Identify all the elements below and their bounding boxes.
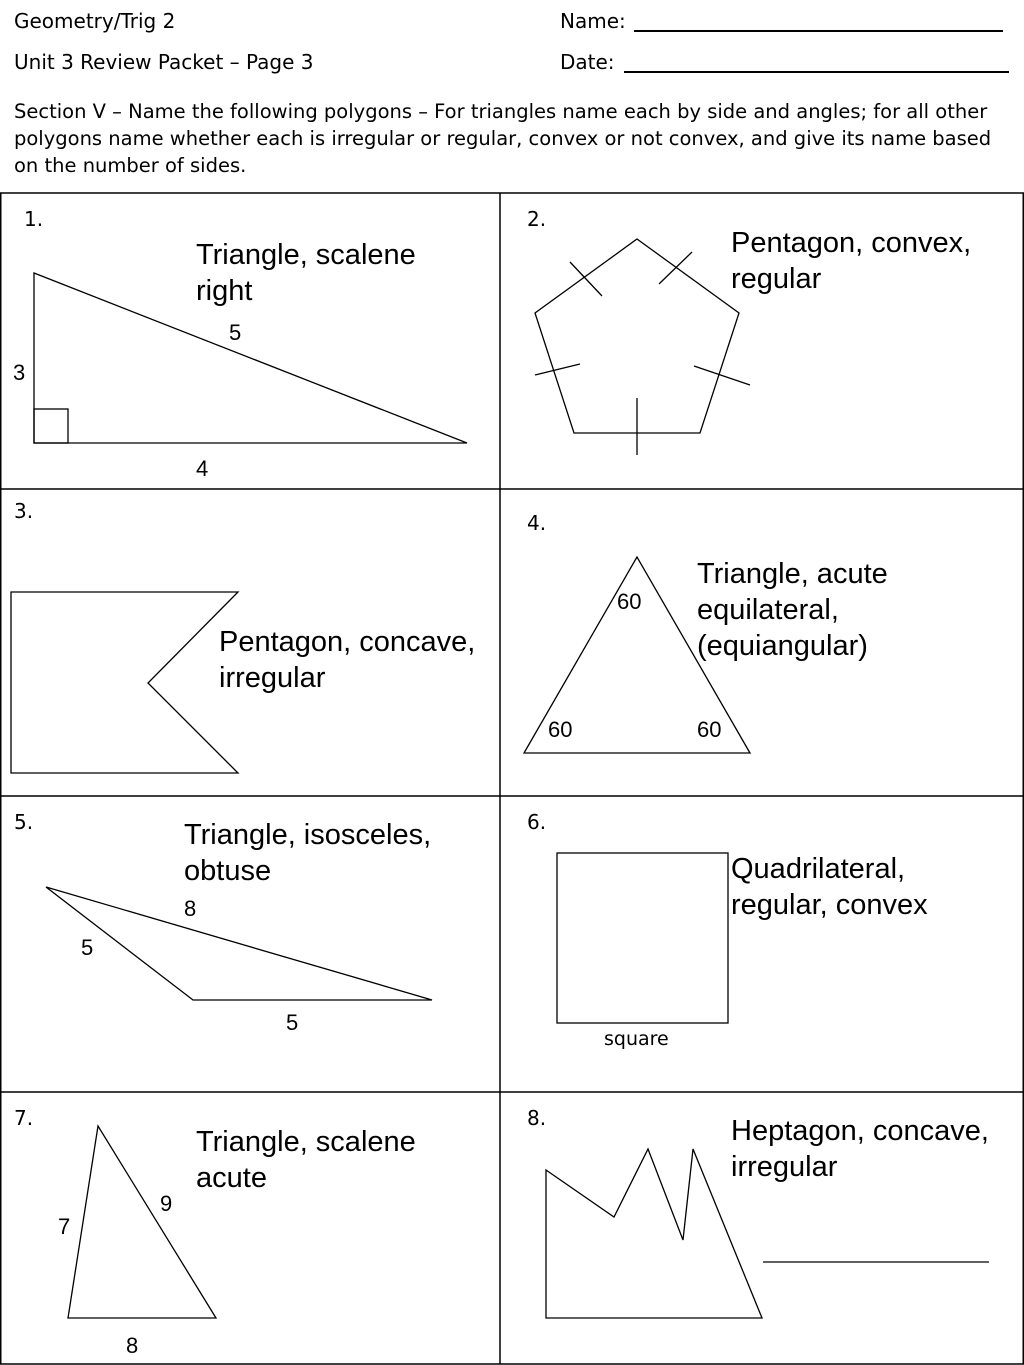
answer-line: equilateral,: [697, 594, 839, 626]
problem-number: 8.: [527, 1106, 546, 1130]
answer-line: right: [196, 275, 252, 307]
answer-line: regular, convex: [731, 889, 928, 921]
problem-number: 1.: [24, 207, 43, 231]
problem-number: 7.: [14, 1106, 33, 1130]
obtuse-triangle-shape: [45, 886, 433, 1001]
name-blank[interactable]: [634, 30, 1003, 32]
acute-triangle-shape: [67, 1124, 218, 1319]
problem-number: 2.: [527, 207, 546, 231]
side-label: 8: [184, 896, 196, 921]
side-label: 5: [286, 1010, 298, 1035]
problem-5: 5. Triangle, isosceles, obtuse 8 5 5: [14, 810, 433, 1035]
problem-6: 6. Quadrilateral, regular, convex square: [527, 810, 928, 1050]
concave-pentagon-shape: [10, 591, 240, 774]
answer-line: Pentagon, concave,: [219, 626, 475, 658]
square-shape: [556, 852, 729, 1024]
problem-number: 6.: [527, 810, 546, 834]
equilateral-triangle-shape: [522, 555, 752, 754]
answer-line: (equiangular): [697, 630, 868, 662]
answer-line: Triangle, scalene: [196, 1126, 416, 1158]
side-label: 7: [58, 1214, 70, 1239]
answer-line: irregular: [731, 1151, 838, 1183]
problem-4: 4. Triangle, acute equilateral, (equiang…: [522, 511, 888, 754]
grid-lines: [0, 192, 1024, 1365]
problem-number: 5.: [14, 810, 33, 834]
answer-line: Triangle, isosceles,: [184, 819, 431, 851]
problem-2: 2. Pentagon, convex, regular: [527, 207, 971, 455]
answer-line: Triangle, scalene: [196, 239, 416, 271]
problem-number: 4.: [527, 511, 546, 535]
section-instructions: Section V – Name the following polygons …: [14, 100, 992, 177]
side-label: 5: [229, 320, 241, 345]
side-label: 3: [13, 360, 25, 385]
answer-line: acute: [196, 1162, 267, 1194]
problem-7: 7. Triangle, scalene acute 9 7 8: [14, 1106, 416, 1358]
answer-line: regular: [731, 263, 822, 295]
date-blank[interactable]: [624, 71, 1009, 73]
side-label: 9: [160, 1191, 172, 1216]
angle-label: 60: [617, 589, 641, 614]
name-label: Name:: [560, 9, 626, 33]
side-label: 4: [196, 456, 208, 481]
problem-1: 1. Triangle, scalene right 5 3 4: [13, 207, 468, 481]
concave-heptagon-shape: [545, 1147, 763, 1319]
answer-line: Triangle, acute: [697, 558, 888, 590]
answer-line: irregular: [219, 662, 326, 694]
angle-label: 60: [697, 717, 721, 742]
packet-title: Unit 3 Review Packet – Page 3: [14, 50, 314, 74]
side-label: 8: [126, 1333, 138, 1358]
congruence-tick-marks: [534, 251, 751, 455]
answer-line: obtuse: [184, 855, 271, 887]
problem-8: 8. Heptagon, concave, irregular: [527, 1106, 989, 1319]
right-triangle-shape: [33, 272, 468, 444]
angle-label: 60: [548, 717, 572, 742]
date-label: Date:: [560, 50, 615, 74]
answer-line: Pentagon, convex,: [731, 227, 971, 259]
problem-number: 3.: [14, 499, 33, 523]
answer-line: Quadrilateral,: [731, 853, 905, 885]
answer-line: Heptagon, concave,: [731, 1115, 989, 1147]
right-angle-marker: [33, 408, 69, 444]
problem-3: 3. Pentagon, concave, irregular: [10, 499, 475, 774]
side-label: 5: [81, 935, 93, 960]
course-title: Geometry/Trig 2: [14, 9, 176, 33]
shape-label: square: [604, 1028, 669, 1050]
